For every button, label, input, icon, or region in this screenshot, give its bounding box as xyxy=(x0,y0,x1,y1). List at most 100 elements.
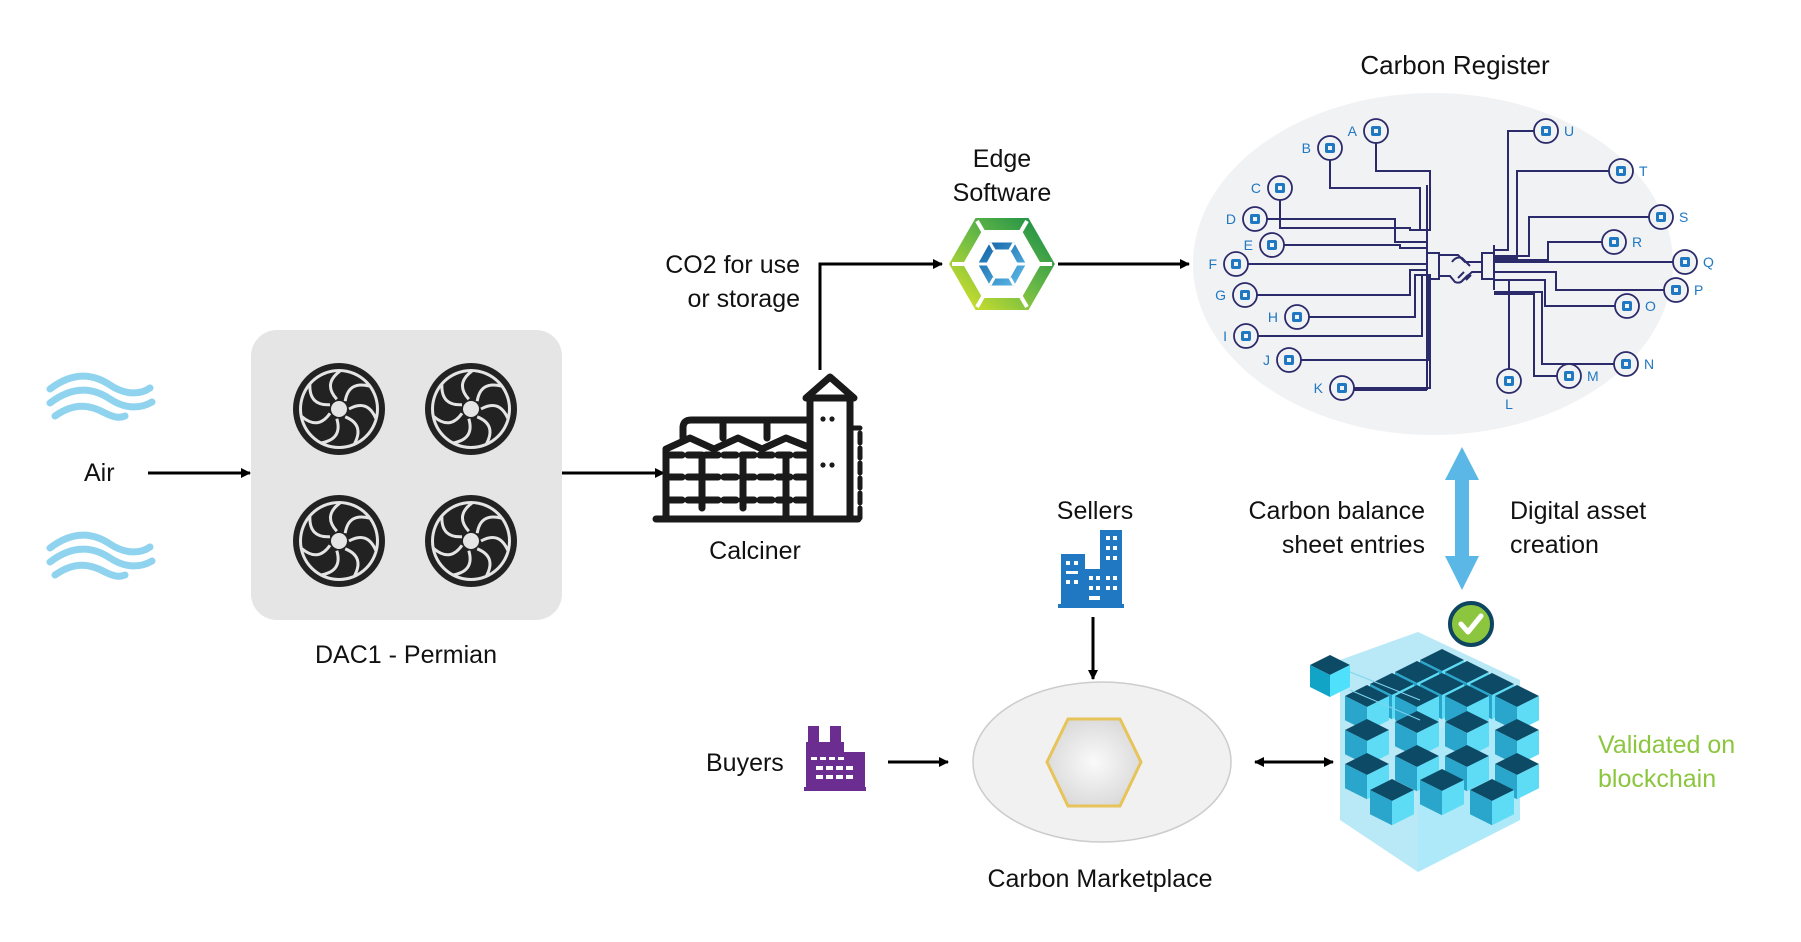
validated-blockchain-label: Validated on blockchain xyxy=(1598,728,1735,796)
org-chart-icon xyxy=(1541,126,1551,136)
register-node-c: C xyxy=(1251,175,1293,201)
digital-asset-line1: Digital asset xyxy=(1510,497,1647,525)
car-service-icon xyxy=(1240,290,1250,300)
register-node-letter: I xyxy=(1223,328,1227,344)
air-wave-icon-bottom xyxy=(46,531,156,580)
register-node-u: U xyxy=(1533,118,1574,144)
register-node-k: K xyxy=(1314,375,1355,401)
calciner-label: Calciner xyxy=(709,537,801,565)
register-node-o: O xyxy=(1614,293,1656,319)
register-connection-lines xyxy=(1248,130,1673,391)
edge-label-line1: Edge xyxy=(972,145,1032,173)
dac-label: DAC1 - Permian xyxy=(315,641,497,669)
worker-icon xyxy=(1325,143,1335,153)
handshake-icon xyxy=(1426,252,1495,284)
communication-icon xyxy=(1284,355,1294,365)
presentation-icon xyxy=(1671,285,1681,295)
carbon-balance-line2: sheet entries xyxy=(1281,531,1425,559)
register-node-b: B xyxy=(1302,135,1343,161)
block-cube xyxy=(1345,753,1389,800)
register-node-letter: S xyxy=(1679,209,1688,225)
register-node-f: F xyxy=(1208,251,1249,277)
register-node-letter: U xyxy=(1564,123,1574,139)
register-node-letter: D xyxy=(1226,211,1236,227)
carbon-marketplace-label: Carbon Marketplace xyxy=(987,865,1213,893)
money-icon xyxy=(1337,383,1347,393)
register-node-s: S xyxy=(1648,204,1688,230)
register-node-q: Q xyxy=(1672,249,1714,275)
fan-icon xyxy=(425,363,517,455)
team-icon xyxy=(1616,166,1626,176)
fan-icon xyxy=(293,363,385,455)
block-cube xyxy=(1310,655,1350,697)
edge-software-label: Edge Software xyxy=(922,142,1082,210)
sellers-label: Sellers xyxy=(1056,497,1134,525)
register-node-letter: T xyxy=(1639,163,1648,179)
register-node-letter: F xyxy=(1208,256,1217,272)
building-icon xyxy=(1680,257,1690,267)
co2-label-line1: CO2 for use xyxy=(665,251,800,279)
co2-label-line2: or storage xyxy=(687,285,800,313)
robot-arm-icon xyxy=(1275,183,1285,193)
register-node-letter: C xyxy=(1251,180,1261,196)
register-node-letter: B xyxy=(1302,140,1311,156)
register-node-r: R xyxy=(1601,229,1642,255)
block-cube xyxy=(1470,779,1514,826)
register-node-d: D xyxy=(1226,206,1268,232)
fan-icon xyxy=(425,495,517,587)
block-cube xyxy=(1420,769,1464,816)
digital-asset-line2: creation xyxy=(1510,531,1599,559)
settings-music-icon xyxy=(1609,237,1619,247)
register-node-letter: E xyxy=(1244,237,1253,253)
register-node-letter: H xyxy=(1268,309,1278,325)
fan-icon xyxy=(293,495,385,587)
shield-gear-icon xyxy=(1622,301,1632,311)
food-icon xyxy=(1241,331,1251,341)
register-node-letter: G xyxy=(1215,287,1226,303)
register-node-g: G xyxy=(1215,282,1258,308)
lightbulb-icon xyxy=(1250,214,1260,224)
digital-asset-label: Digital asset creation xyxy=(1510,494,1646,562)
carbon-register-title: Carbon Register xyxy=(1360,50,1550,80)
register-node-n: N xyxy=(1613,351,1654,377)
register-node-letter: R xyxy=(1632,234,1642,250)
register-nodes: A B CDE FG H I J K U T S R QP O NM L xyxy=(1208,118,1714,412)
farmer-icon xyxy=(1371,126,1381,136)
sellers-building-icon xyxy=(1058,530,1124,608)
fan-group xyxy=(293,363,517,587)
register-node-a: A xyxy=(1348,118,1389,144)
register-node-e: E xyxy=(1244,232,1285,258)
register-node-letter: O xyxy=(1645,298,1656,314)
register-node-i: I xyxy=(1223,323,1259,349)
block-cube xyxy=(1370,779,1414,826)
calciner-window-dots xyxy=(820,416,835,468)
register-node-j: J xyxy=(1263,347,1302,373)
bidirectional-arrow-register-blockchain xyxy=(1445,447,1479,590)
register-node-p: P xyxy=(1663,277,1703,303)
co2-label: CO2 for use or storage xyxy=(600,248,800,316)
marketplace-hexagon-icon xyxy=(1045,717,1143,808)
register-node-letter: K xyxy=(1314,380,1324,396)
scientist-icon xyxy=(1564,371,1574,381)
register-node-letter: P xyxy=(1694,282,1703,298)
register-node-letter: J xyxy=(1263,352,1270,368)
buyers-label: Buyers xyxy=(706,749,784,777)
air-label: Air xyxy=(84,459,115,487)
blockchain-cube-icon xyxy=(1310,632,1539,872)
crane-icon xyxy=(1231,259,1241,269)
dac-unit-box xyxy=(251,330,562,620)
block-cube xyxy=(1495,753,1539,800)
edge-software-logo-icon xyxy=(949,218,1055,310)
carbon-register-area xyxy=(1193,93,1673,435)
truck-icon xyxy=(1267,240,1277,250)
carbon-balance-line1: Carbon balance xyxy=(1248,497,1425,525)
register-node-t: T xyxy=(1608,158,1648,184)
air-wave-icon-top xyxy=(46,372,156,421)
city-car-icon xyxy=(1292,312,1302,322)
register-node-letter: Q xyxy=(1703,254,1714,270)
validated-line2: blockchain xyxy=(1598,765,1717,793)
arrow-calciner-to-edge xyxy=(818,259,943,370)
register-node-l: L xyxy=(1496,368,1522,412)
register-node-letter: M xyxy=(1587,368,1599,384)
